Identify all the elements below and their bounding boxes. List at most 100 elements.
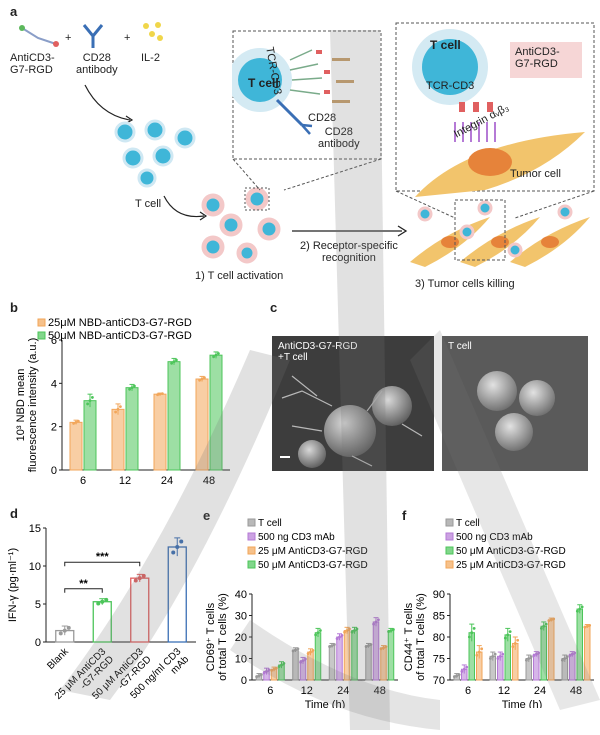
data-point [583, 625, 587, 629]
step2-label: 2) Receptor-specific recognition [300, 240, 398, 264]
bar [387, 630, 395, 681]
data-point [301, 659, 305, 663]
legend-label: T cell [456, 518, 480, 529]
data-point [77, 419, 80, 423]
data-point [198, 378, 202, 382]
plus-sign-2: + [124, 32, 131, 44]
data-point [114, 410, 117, 414]
data-point [475, 653, 479, 657]
data-point [130, 386, 134, 390]
y-axis-label: 10³ NBD meanfluorescence intensity (a.u.… [15, 338, 39, 473]
panel-label-a: a [10, 4, 18, 19]
data-point [496, 657, 500, 660]
data-point [465, 665, 469, 669]
data-point [573, 651, 577, 655]
x-tick-label: 12 [301, 685, 313, 697]
bar [130, 577, 150, 643]
data-point [364, 645, 368, 649]
plus-sign-1: + [65, 32, 72, 44]
bar [343, 630, 351, 681]
bar [307, 651, 314, 681]
data-point [367, 644, 370, 647]
panel-label-e: e [203, 508, 211, 523]
y-tick-label: 0 [241, 675, 247, 687]
bar [336, 636, 343, 681]
bar [111, 408, 125, 471]
data-point [452, 675, 456, 679]
zoom1-cd28ab-label: CD28 antibody [318, 126, 360, 150]
data-point [565, 655, 569, 659]
data-point [170, 361, 174, 365]
data-point [277, 665, 281, 668]
data-point [552, 617, 556, 621]
tumor-killing-illustration [410, 199, 590, 267]
bar [125, 387, 139, 471]
data-point [513, 642, 517, 645]
y-axis-label: CD69⁺ T cellsof total T cells (%) [205, 593, 229, 681]
bar [365, 645, 372, 681]
bar [328, 645, 336, 681]
sem-control-caption: T cell [448, 341, 472, 352]
legend-label: 50 μM AntiCD3-G7-RGD [456, 546, 566, 557]
bar [195, 378, 209, 471]
x-axis-label: Time (h) [126, 489, 167, 490]
y-tick-label: 80 [433, 632, 445, 644]
legend-swatch [37, 331, 46, 340]
data-point [260, 673, 263, 677]
bar [153, 393, 167, 471]
data-point [309, 650, 312, 654]
data-point [96, 601, 101, 606]
y-tick-label: 6 [51, 335, 57, 347]
x-tick-label: 12 [119, 475, 131, 487]
data-point [314, 633, 317, 637]
data-point [542, 624, 546, 628]
data-point [316, 631, 320, 635]
x-tick-label: 6 [465, 685, 471, 697]
bar [314, 632, 322, 681]
data-point [580, 605, 584, 609]
data-point [255, 675, 258, 679]
data-point [343, 630, 346, 634]
y-axis-label: IFN-γ (pg·ml⁻¹) [7, 548, 19, 622]
data-point [547, 619, 551, 623]
data-point [462, 667, 466, 671]
significance-label: ** [79, 578, 88, 590]
activated-tcell-cluster [201, 187, 281, 264]
data-point [387, 630, 390, 634]
data-point [88, 399, 92, 403]
legend-swatch [445, 518, 454, 527]
zoom2-anticd3-label: AntiCD3- G7-RGD [515, 46, 560, 70]
data-point [330, 644, 334, 647]
data-point [179, 539, 184, 544]
bar [372, 621, 380, 681]
data-point [498, 654, 502, 658]
bar [292, 649, 299, 681]
bar [351, 630, 358, 681]
reagent-il2-label: IL-2 [141, 52, 160, 64]
bar [167, 361, 181, 471]
bar [504, 634, 511, 681]
legend-label: 25 μM AntiCD3-G7-RGD [258, 546, 368, 557]
zoom2-tcr-label: TCR-CD3 [426, 80, 475, 92]
data-point [503, 636, 507, 640]
zoom2-tcell-label: T cell [430, 38, 461, 52]
data-point [568, 654, 572, 657]
y-tick-label: 40 [235, 589, 247, 601]
data-point [549, 618, 553, 622]
data-point [585, 624, 589, 628]
legend-label: 25 μM AntiCD3-G7-RGD [456, 560, 566, 571]
data-point [171, 550, 176, 555]
data-point [488, 657, 492, 660]
data-point [527, 657, 531, 660]
data-point [86, 402, 89, 406]
zoom2-tumor-label: Tumor cell [510, 168, 561, 180]
data-point [306, 652, 310, 656]
zoom-box-activation [232, 30, 382, 191]
data-point [161, 392, 164, 396]
bar [540, 625, 547, 681]
data-point [275, 666, 278, 670]
il2-icon [143, 22, 163, 41]
data-point [529, 655, 533, 659]
